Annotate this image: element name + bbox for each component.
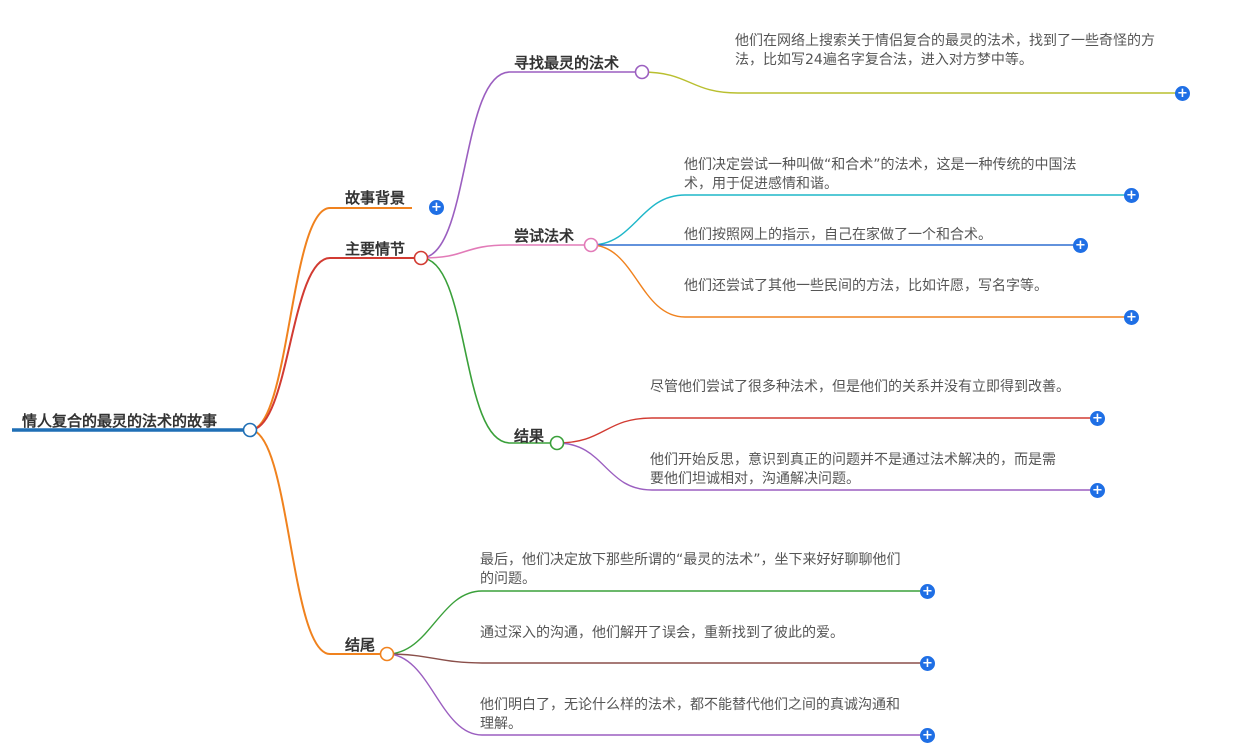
root-topic[interactable]: 情人复合的最灵的法术的故事 xyxy=(22,412,218,430)
try-collapse-handle[interactable] xyxy=(583,237,599,253)
topic-search[interactable]: 寻找最灵的法术 xyxy=(514,54,620,72)
edge-result-leaf-1 xyxy=(556,417,1097,444)
expand-ending-leaf-1-button[interactable]: + xyxy=(920,584,935,599)
topic-try[interactable]: 尝试法术 xyxy=(514,227,575,245)
edge-try-leaf-1 xyxy=(590,194,1131,246)
expand-result-leaf-1-button[interactable]: + xyxy=(1090,411,1105,426)
expand-try-leaf-3-button[interactable]: + xyxy=(1124,310,1139,325)
result-collapse-handle[interactable] xyxy=(549,435,565,451)
expand-background-button[interactable]: + xyxy=(429,200,444,215)
edge-result-leaf-2 xyxy=(556,442,1097,491)
leaf-ending-3[interactable]: 他们明白了，无论什么样的法术，都不能替代他们之间的真诚沟通和理解。 xyxy=(480,697,900,732)
edge-plot-search xyxy=(420,71,642,259)
leaf-try-3[interactable]: 他们还尝试了其他一些民间的方法，比如许愿，写名字等。 xyxy=(684,278,1048,294)
expand-ending-leaf-3-button[interactable]: + xyxy=(920,728,935,743)
edge-ending-leaf-3 xyxy=(386,653,927,736)
topic-background[interactable]: 故事背景 xyxy=(345,189,406,207)
leaf-try-1[interactable]: 他们决定尝试一种叫做“和合术”的法术，这是一种传统的中国法术，用于促进感情和谐。 xyxy=(684,157,1077,192)
topic-result[interactable]: 结果 xyxy=(514,427,545,445)
leaf-ending-1[interactable]: 最后，他们决定放下那些所谓的“最灵的法术”，坐下来好好聊聊他们的问题。 xyxy=(480,552,901,587)
edge-try-leaf-3 xyxy=(590,244,1131,318)
edge-ending-leaf-2 xyxy=(386,653,927,664)
edge-root-plot xyxy=(249,257,421,431)
topic-plot[interactable]: 主要情节 xyxy=(345,240,406,258)
expand-search-leaf-1-button[interactable]: + xyxy=(1175,86,1190,101)
leaf-try-2[interactable]: 他们按照网上的指示，自己在家做了一个和合术。 xyxy=(684,227,992,243)
expand-ending-leaf-2-button[interactable]: + xyxy=(920,656,935,671)
leaf-search-1[interactable]: 他们在网络上搜索关于情侣复合的最灵的法术，找到了一些奇怪的方法，比如写24遍名字… xyxy=(735,33,1155,68)
ending-collapse-handle[interactable] xyxy=(379,646,395,662)
expand-result-leaf-2-button[interactable]: + xyxy=(1090,483,1105,498)
leaf-result-1[interactable]: 尽管他们尝试了很多种法术，但是他们的关系并没有立即得到改善。 xyxy=(650,379,1070,395)
root-collapse-handle[interactable] xyxy=(242,422,258,438)
leaf-result-2[interactable]: 他们开始反思，意识到真正的问题并不是通过法术解决的，而是需要他们坦诚相对，沟通解… xyxy=(650,452,1056,487)
edge-search-leaf-1 xyxy=(641,71,1182,94)
expand-try-leaf-2-button[interactable]: + xyxy=(1073,238,1088,253)
topic-ending[interactable]: 结尾 xyxy=(345,636,376,654)
edge-root-ending xyxy=(249,429,387,655)
edge-ending-leaf-1 xyxy=(386,590,927,655)
edge-root-background xyxy=(249,207,412,431)
search-collapse-handle[interactable] xyxy=(634,64,650,80)
edge-plot-result xyxy=(420,257,557,444)
expand-try-leaf-1-button[interactable]: + xyxy=(1124,188,1139,203)
plot-collapse-handle[interactable] xyxy=(413,250,429,266)
edge-plot-try xyxy=(420,244,591,259)
leaf-ending-2[interactable]: 通过深入的沟通，他们解开了误会，重新找到了彼此的爱。 xyxy=(480,625,844,641)
